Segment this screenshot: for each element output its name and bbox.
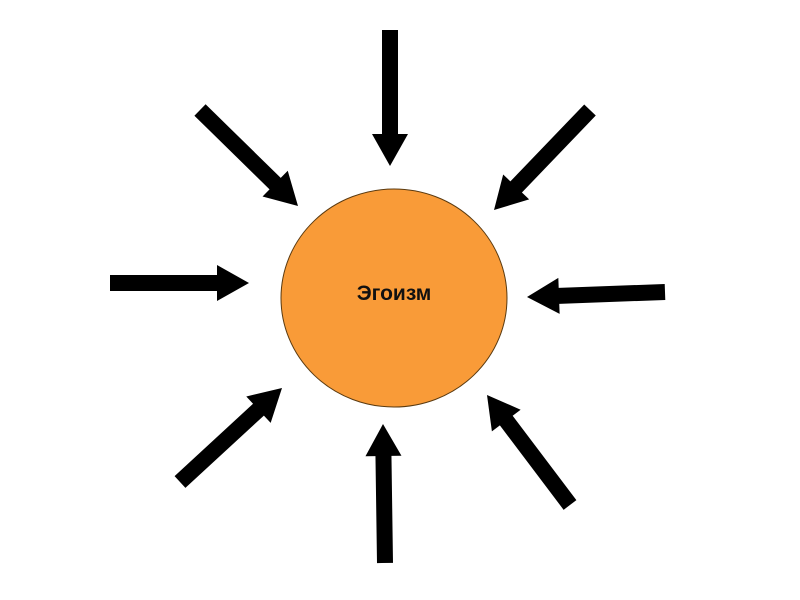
arrow-icon-7 [365,424,402,564]
arrow-icon-3 [494,104,596,210]
center-label: Эгоизм [356,282,432,305]
arrow-icon-5 [527,277,666,314]
arrow-icon-1 [372,30,408,166]
arrow-icon-8 [487,395,577,510]
arrow-icon-6 [174,388,282,488]
arrow-icon-2 [194,104,298,206]
arrow-icon-4 [110,265,249,301]
arrows-group [110,30,666,564]
center-circle [280,188,508,408]
